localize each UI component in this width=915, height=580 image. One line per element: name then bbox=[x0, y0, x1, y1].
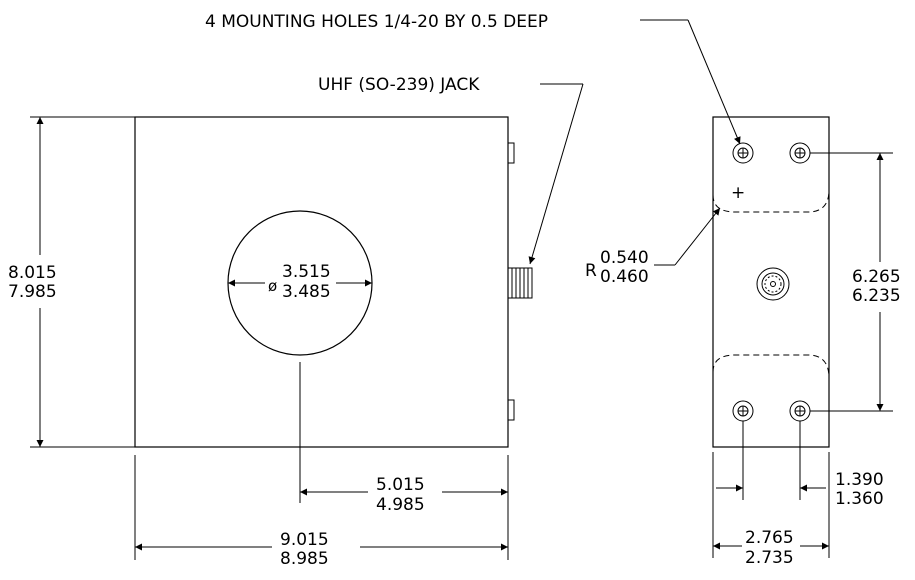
mounting-hole-icon bbox=[732, 142, 754, 164]
lower-pocket bbox=[712, 354, 830, 379]
center-offset-dimension: 5.015 4.985 bbox=[299, 362, 509, 560]
height-min: 7.985 bbox=[8, 282, 57, 302]
mounting-holes-label: 4 MOUNTING HOLES 1/4-20 BY 0.5 DEEP bbox=[205, 12, 548, 32]
width-max: 9.015 bbox=[280, 530, 329, 550]
uhf-jack-icon bbox=[507, 267, 533, 299]
radius-max: 0.540 bbox=[600, 248, 649, 268]
side-width-max: 2.765 bbox=[745, 528, 794, 548]
side-width-min: 2.735 bbox=[745, 548, 794, 568]
radius-min: 0.460 bbox=[600, 267, 649, 287]
top-tab bbox=[507, 142, 515, 164]
mounting-hole-icon bbox=[789, 400, 811, 422]
side-view: + bbox=[712, 116, 830, 448]
radius-dimension: R 0.540 0.460 bbox=[585, 207, 721, 287]
jack-callout: UHF (SO-239) JACK bbox=[318, 75, 584, 265]
diameter-dimension: ø 3.515 3.485 bbox=[228, 262, 372, 302]
mounting-hole-icon bbox=[789, 142, 811, 164]
hole-spacing-dimension: 6.265 6.235 bbox=[810, 152, 901, 412]
mounting-hole-icon bbox=[732, 400, 754, 422]
diameter-max: 3.515 bbox=[282, 262, 331, 282]
hole-spacing-max: 6.265 bbox=[852, 267, 901, 287]
hole-spacing-min: 6.235 bbox=[852, 286, 901, 306]
hole-inset-min: 1.360 bbox=[835, 489, 884, 509]
bottom-tab bbox=[507, 399, 515, 421]
hole-inset-max: 1.390 bbox=[835, 470, 884, 490]
diameter-min: 3.485 bbox=[282, 282, 331, 302]
connector-face-icon bbox=[756, 267, 790, 301]
side-body-outline bbox=[712, 116, 830, 448]
radius-prefix: R bbox=[585, 261, 597, 281]
front-view bbox=[134, 116, 533, 448]
side-width-dimension: 2.765 2.735 bbox=[712, 452, 830, 568]
center-offset-min: 4.985 bbox=[376, 495, 425, 515]
height-max: 8.015 bbox=[8, 263, 57, 283]
jack-label: UHF (SO-239) JACK bbox=[318, 75, 480, 95]
mounting-holes-callout: 4 MOUNTING HOLES 1/4-20 BY 0.5 DEEP bbox=[205, 12, 741, 145]
height-dimension: 8.015 7.985 bbox=[8, 116, 135, 448]
diameter-symbol: ø bbox=[268, 277, 277, 295]
center-offset-max: 5.015 bbox=[376, 475, 425, 495]
plus-marker: + bbox=[731, 183, 745, 203]
width-dimension: 9.015 8.985 bbox=[134, 455, 508, 569]
hole-inset-dimension: 1.390 1.360 bbox=[716, 421, 884, 509]
width-min: 8.985 bbox=[280, 549, 329, 569]
